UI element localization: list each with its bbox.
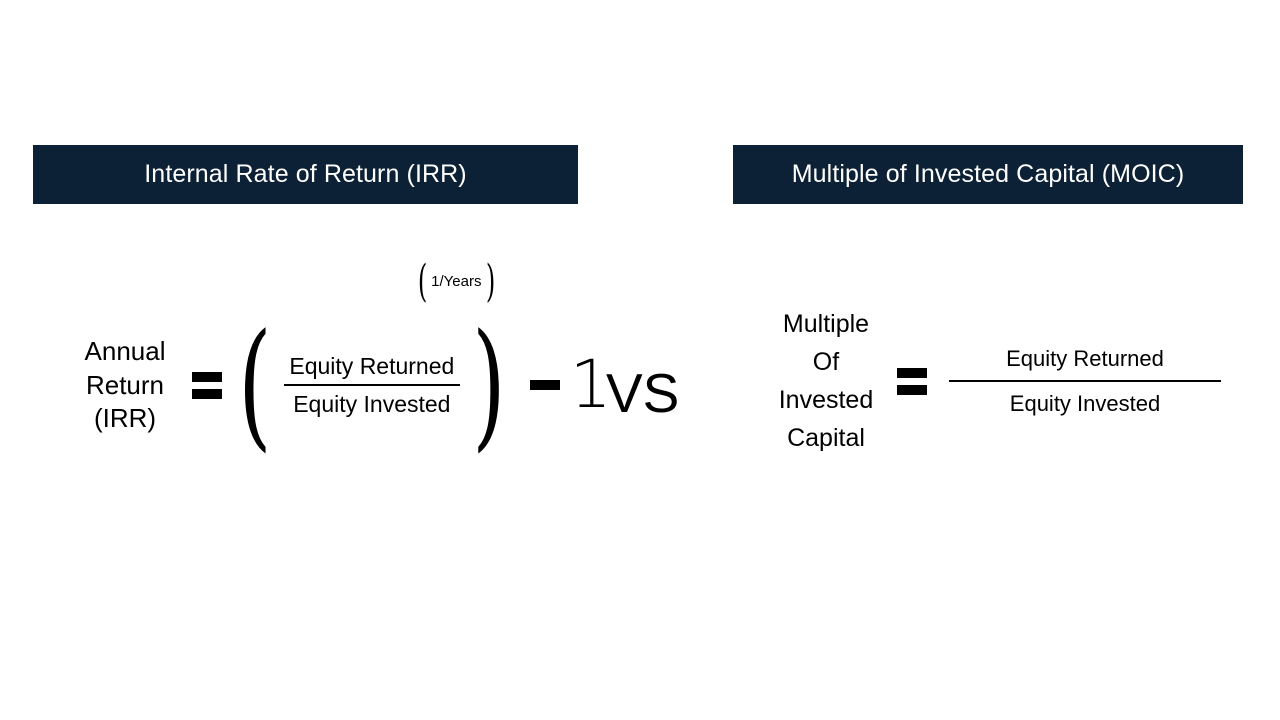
exponent-label: 1/Years bbox=[431, 273, 482, 291]
equals-bar-top bbox=[897, 367, 927, 378]
equals-bar-bottom bbox=[897, 384, 927, 395]
moic-formula-label: Multiple Of Invested Capital bbox=[765, 305, 887, 457]
irr-parenthesized-expression: ( Equity Returned Equity Invested ) ( 1/… bbox=[228, 260, 516, 465]
moic-fraction-bar bbox=[949, 380, 1221, 382]
banner-multiple-of-invested-capital: Multiple of Invested Capital (MOIC) bbox=[733, 145, 1243, 204]
equals-bar-top bbox=[192, 371, 222, 382]
moic-fraction: Equity Returned Equity Invested bbox=[949, 340, 1221, 423]
moic-equals-sign bbox=[897, 367, 927, 395]
irr-formula: Annual Return (IRR) ( Equity Returned Eq… bbox=[70, 260, 612, 465]
irr-constant-one: 1 bbox=[569, 346, 612, 424]
irr-fraction-denominator: Equity Invested bbox=[293, 391, 451, 418]
irr-equals-sign bbox=[192, 371, 222, 399]
moic-label-line-4: Capital bbox=[787, 424, 865, 452]
banner-moic-title: Multiple of Invested Capital (MOIC) bbox=[791, 160, 1185, 188]
irr-label-line-3: (IRR) bbox=[93, 402, 157, 433]
irr-fraction-bar bbox=[283, 384, 460, 387]
banner-internal-rate-of-return: Internal Rate of Return (IRR) bbox=[33, 145, 578, 204]
irr-formula-label: Annual Return (IRR) bbox=[70, 335, 180, 435]
moic-label-line-2: Of bbox=[812, 348, 840, 376]
minus-sign bbox=[529, 380, 560, 391]
moic-fraction-denominator: Equity Invested bbox=[1009, 391, 1161, 416]
moic-label-line-3: Invested bbox=[778, 386, 874, 414]
moic-label-line-1: Multiple bbox=[782, 310, 870, 338]
moic-fraction-numerator: Equity Returned bbox=[1006, 345, 1164, 371]
close-parenthesis: ) bbox=[472, 304, 506, 465]
exponent-close-parenthesis: ) bbox=[485, 256, 495, 307]
irr-label-line-2: Return bbox=[85, 369, 165, 400]
moic-formula: Multiple Of Invested Capital Equity Retu… bbox=[765, 305, 1221, 457]
banner-irr-title: Internal Rate of Return (IRR) bbox=[144, 160, 467, 188]
irr-fraction-numerator: Equity Returned bbox=[289, 352, 455, 379]
exponent-open-parenthesis: ( bbox=[417, 256, 428, 307]
open-parenthesis: ( bbox=[238, 304, 272, 465]
irr-label-line-1: Annual bbox=[84, 336, 166, 367]
equals-bar-bottom bbox=[192, 388, 222, 399]
irr-exponent: ( 1/Years ) bbox=[414, 256, 499, 307]
irr-fraction: Equity Returned Equity Invested bbox=[283, 350, 460, 421]
versus-separator: VS bbox=[606, 362, 680, 424]
